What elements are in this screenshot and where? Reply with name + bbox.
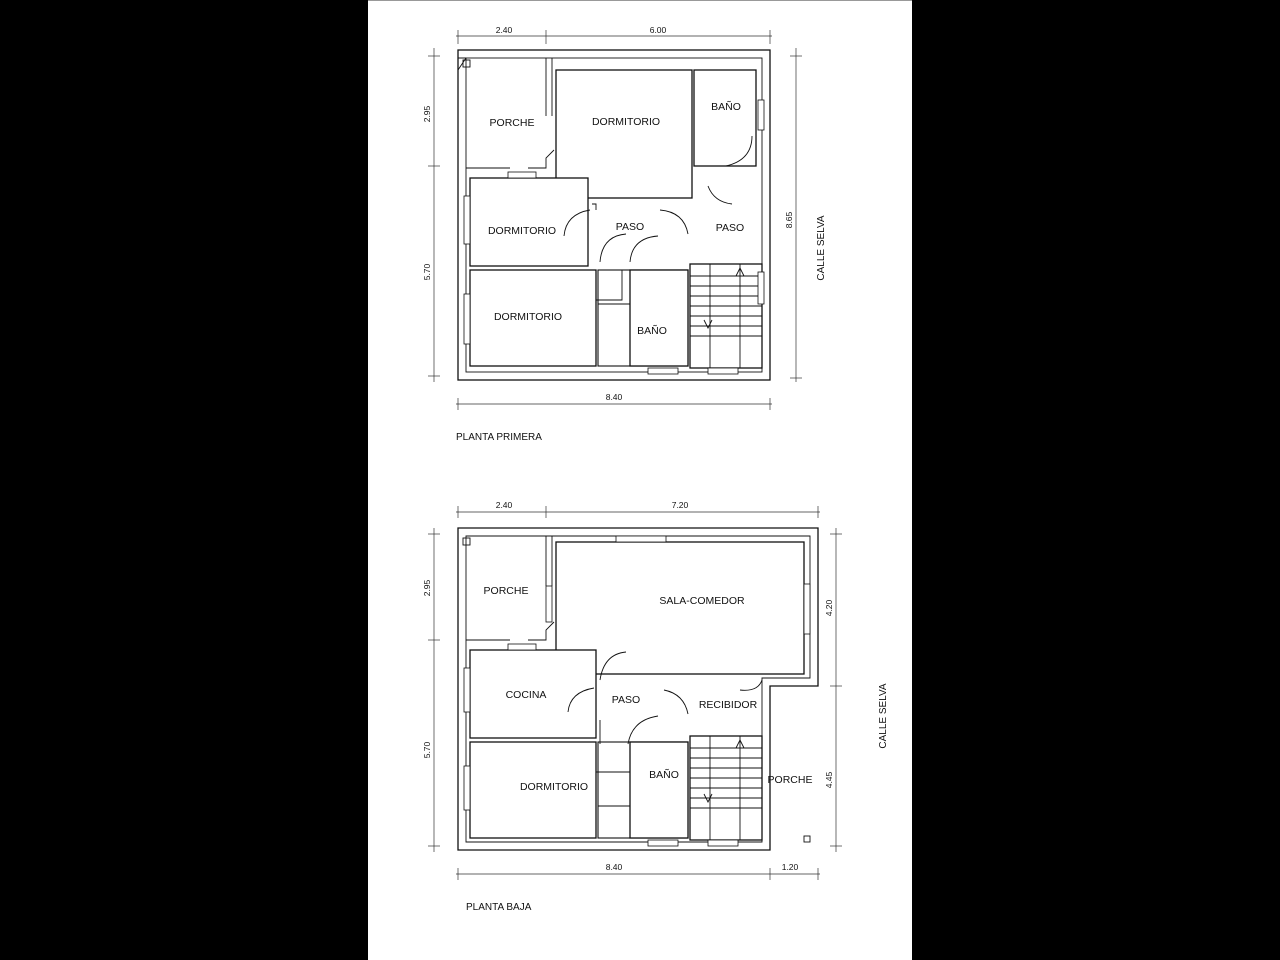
ground-porch-2-label: PORCHE bbox=[768, 774, 813, 786]
upper-floor-plan: 2.40 6.00 2.95 5.70 8.65 8.40 PORCHE DOR… bbox=[422, 25, 827, 443]
ground-bath-label: BAÑO bbox=[649, 768, 679, 781]
upper-street-label: CALLE SELVA bbox=[816, 215, 827, 281]
upper-dim-left-top: 2.95 bbox=[422, 105, 432, 122]
floor-plan-sheet: 2.40 6.00 2.95 5.70 8.65 8.40 PORCHE DOR… bbox=[368, 0, 912, 960]
ground-hall-label: PASO bbox=[612, 694, 640, 706]
ground-floor-title: PLANTA BAJA bbox=[466, 902, 532, 913]
upper-dim-bottom: 8.40 bbox=[606, 392, 623, 402]
ground-dim-right-bottom: 4.45 bbox=[824, 771, 834, 788]
upper-hall-1-label: PASO bbox=[616, 221, 644, 233]
ground-dim-left-top: 2.95 bbox=[422, 579, 432, 596]
ground-dim-bottom: 8.40 bbox=[606, 862, 623, 872]
ground-dim-right-top: 4.20 bbox=[824, 599, 834, 616]
upper-dim-right: 8.65 bbox=[784, 211, 794, 228]
upper-bedroom-3-label: DORMITORIO bbox=[494, 311, 562, 323]
upper-porch-label: PORCHE bbox=[490, 117, 535, 129]
upper-bath-1-label: BAÑO bbox=[711, 100, 741, 113]
upper-dim-left-bottom: 5.70 bbox=[422, 263, 432, 280]
upper-floor-title: PLANTA PRIMERA bbox=[456, 432, 542, 443]
ground-bedroom-label: DORMITORIO bbox=[520, 781, 588, 793]
upper-dim-top-right: 6.00 bbox=[650, 25, 667, 35]
floor-plans-drawing: 2.40 6.00 2.95 5.70 8.65 8.40 PORCHE DOR… bbox=[368, 0, 912, 913]
ground-porch-1-label: PORCHE bbox=[484, 585, 529, 597]
ground-dim-left-bottom: 5.70 bbox=[422, 741, 432, 758]
ground-dim-top-left: 2.40 bbox=[496, 500, 513, 510]
upper-bedroom-2-label: DORMITORIO bbox=[488, 225, 556, 237]
ground-entrance-label: RECIBIDOR bbox=[699, 699, 758, 711]
upper-hall-2-label: PASO bbox=[716, 222, 744, 234]
ground-floor-plan: 2.40 7.20 2.95 5.70 4.20 4.45 8.40 1.20 … bbox=[422, 500, 889, 913]
ground-living-label: SALA-COMEDOR bbox=[659, 595, 745, 607]
upper-bedroom-1-label: DORMITORIO bbox=[592, 116, 660, 128]
ground-street-label: CALLE SELVA bbox=[878, 683, 889, 749]
upper-dim-top-left: 2.40 bbox=[496, 25, 513, 35]
upper-bath-2-label: BAÑO bbox=[637, 324, 667, 337]
ground-dim-bottom-right: 1.20 bbox=[782, 862, 799, 872]
ground-kitchen-label: COCINA bbox=[506, 689, 547, 701]
ground-dim-top-right: 7.20 bbox=[672, 500, 689, 510]
